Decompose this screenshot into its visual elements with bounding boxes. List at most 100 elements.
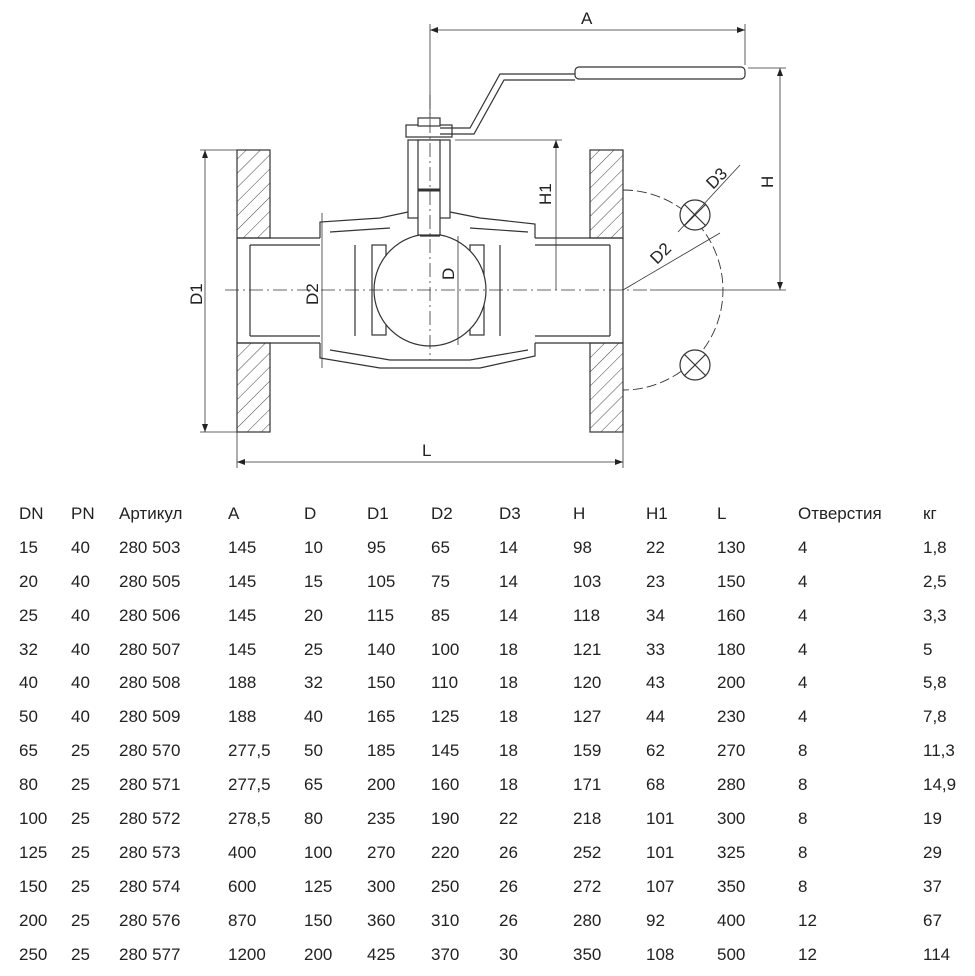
column-header: D1	[367, 503, 389, 523]
column-header: D2	[431, 503, 453, 523]
table-cell: 25	[71, 944, 90, 964]
table-cell: 280 505	[119, 571, 181, 591]
column-header: D3	[499, 503, 521, 523]
table-cell: 280 572	[119, 808, 181, 828]
table-cell: 5,8	[923, 673, 947, 693]
table-cell: 185	[367, 741, 396, 761]
table-cell: 25	[304, 639, 323, 659]
table-cell: 33	[646, 639, 665, 659]
table-cell: 40	[19, 673, 38, 693]
table-cell: 230	[717, 707, 746, 727]
table-cell: 26	[499, 842, 518, 862]
table-cell: 40	[71, 571, 90, 591]
table-cell: 370	[431, 944, 460, 964]
table-cell: 125	[431, 707, 460, 727]
table-cell: 400	[717, 910, 746, 930]
table-cell: 600	[228, 876, 257, 896]
table-cell: 14	[499, 537, 518, 557]
table-cell: 130	[717, 537, 746, 557]
table-cell: 280 571	[119, 775, 181, 795]
table-cell: 95	[367, 537, 386, 557]
table-cell: 18	[499, 673, 518, 693]
table-cell: 67	[923, 910, 942, 930]
table-cell: 32	[19, 639, 38, 659]
table-cell: 280 570	[119, 741, 181, 761]
column-header: PN	[71, 503, 95, 523]
table-cell: 188	[228, 673, 257, 693]
table-cell: 7,8	[923, 707, 947, 727]
table-cell: 350	[573, 944, 602, 964]
table-cell: 277,5	[228, 775, 271, 795]
column-header: H1	[646, 503, 668, 523]
table-cell: 12	[798, 910, 817, 930]
table-cell: 270	[717, 741, 746, 761]
table-cell: 80	[19, 775, 38, 795]
table-cell: 360	[367, 910, 396, 930]
table-cell: 425	[367, 944, 396, 964]
pipe	[237, 237, 623, 344]
table-cell: 25	[71, 910, 90, 930]
table-cell: 100	[19, 808, 48, 828]
table-cell: 200	[717, 673, 746, 693]
table-cell: 14	[499, 605, 518, 625]
table-cell: 145	[228, 537, 257, 557]
table-cell: 98	[573, 537, 592, 557]
dim-label-d: D	[439, 268, 458, 280]
table-cell: 280	[717, 775, 746, 795]
table-cell: 250	[431, 876, 460, 896]
table-cell: 40	[71, 605, 90, 625]
table-cell: 11,3	[923, 741, 955, 761]
table-cell: 5	[923, 639, 933, 659]
table-cell: 25	[71, 842, 90, 862]
table-cell: 65	[19, 741, 38, 761]
table-cell: 252	[573, 842, 602, 862]
table-cell: 110	[431, 673, 459, 693]
column-header: A	[228, 503, 240, 523]
valve-handle	[440, 66, 746, 135]
table-cell: 200	[367, 775, 396, 795]
table-cell: 2,5	[923, 571, 947, 591]
table-cell: 18	[499, 707, 518, 727]
table-cell: 40	[71, 639, 90, 659]
table-cell: 300	[367, 876, 396, 896]
table-cell: 125	[304, 876, 333, 896]
table-cell: 8	[798, 741, 808, 761]
table-cell: 171	[573, 775, 602, 795]
table-cell: 20	[19, 571, 38, 591]
table-cell: 278,5	[228, 808, 271, 828]
table-cell: 65	[304, 775, 323, 795]
table-cell: 18	[499, 775, 518, 795]
table-cell: 100	[431, 639, 460, 659]
table-cell: 280 577	[119, 944, 181, 964]
table-cell: 300	[717, 808, 746, 828]
table-cell: 140	[367, 639, 396, 659]
table-cell: 19	[923, 808, 942, 828]
table-cell: 200	[19, 910, 48, 930]
table-cell: 44	[646, 707, 665, 727]
table-cell: 150	[367, 673, 396, 693]
table-cell: 40	[71, 537, 90, 557]
flange-bolt-pattern	[622, 164, 741, 391]
table-cell: 310	[431, 910, 460, 930]
table-cell: 40	[71, 673, 90, 693]
table-cell: 280	[573, 910, 602, 930]
table-cell: 250	[19, 944, 48, 964]
valve-stem	[405, 117, 453, 236]
table-cell: 43	[646, 673, 665, 693]
table-cell: 4	[798, 673, 808, 693]
table-cell: 18	[499, 741, 518, 761]
table-cell: 145	[431, 741, 460, 761]
table-cell: 107	[646, 876, 675, 896]
table-cell: 100	[304, 842, 333, 862]
table-cell: 277,5	[228, 741, 271, 761]
dim-label-d1: D1	[187, 283, 206, 305]
table-cell: 4	[798, 707, 808, 727]
table-cell: 14,9	[923, 775, 957, 795]
valve-drawing: A H H1 D1 D2 D L D2 D3	[187, 9, 786, 468]
table-cell: 118	[573, 605, 601, 625]
table-cell: 145	[228, 639, 257, 659]
